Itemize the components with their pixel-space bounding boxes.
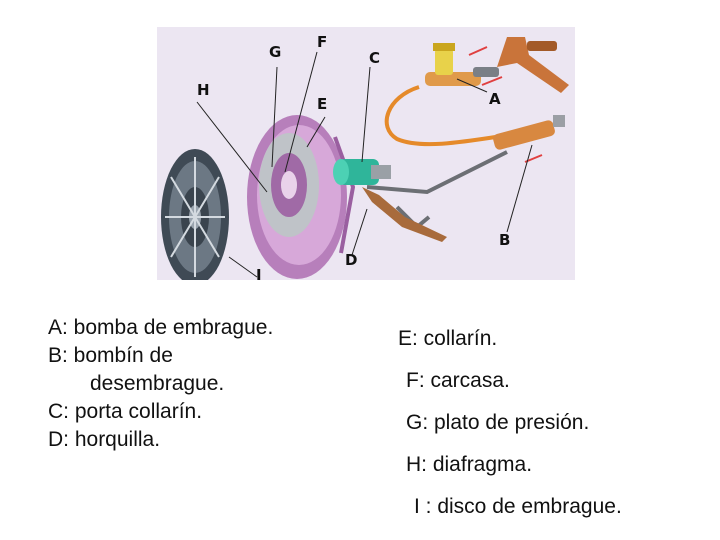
- master-cylinder: [425, 43, 499, 86]
- legend-right: E: collarín. F: carcasa. G: plato de pre…: [398, 318, 622, 528]
- legend-left: A: bomba de embrague. B: bombín de desem…: [48, 314, 273, 454]
- release-fork: [362, 187, 447, 242]
- label-d: D: [345, 251, 357, 269]
- slave-cylinder: [493, 115, 565, 150]
- label-a: A: [489, 90, 501, 108]
- legend-item-g: G: plato de presión.: [406, 411, 590, 434]
- legend-item-a: A: bomba de embrague.: [48, 316, 274, 339]
- legend-item-b-cont: desembrague.: [90, 372, 225, 395]
- label-b: B: [499, 231, 510, 249]
- label-h: H: [197, 81, 210, 99]
- label-e: E: [317, 95, 327, 113]
- legend-item-e: E: collarín.: [398, 327, 498, 350]
- leader-lines: [196, 51, 533, 278]
- legend-item-b: B: bombín de: [48, 344, 173, 367]
- label-i: I: [256, 266, 262, 280]
- label-g: G: [269, 43, 281, 61]
- label-f: F: [317, 33, 327, 51]
- clutch-disc: [161, 149, 229, 280]
- clutch-pedal: [497, 37, 569, 93]
- clutch-diagram: G F C H E A B D I: [157, 27, 575, 280]
- legend-item-d: D: horquilla.: [48, 428, 161, 451]
- legend-item-i: I : disco de embrague.: [414, 495, 622, 518]
- release-bearing: [333, 159, 391, 185]
- pressure-plate: [247, 115, 356, 279]
- legend-item-h: H: diafragma.: [406, 453, 533, 476]
- legend-item-c: C: porta collarín.: [48, 400, 203, 423]
- label-c: C: [369, 49, 380, 67]
- legend-item-f: F: carcasa.: [406, 369, 510, 392]
